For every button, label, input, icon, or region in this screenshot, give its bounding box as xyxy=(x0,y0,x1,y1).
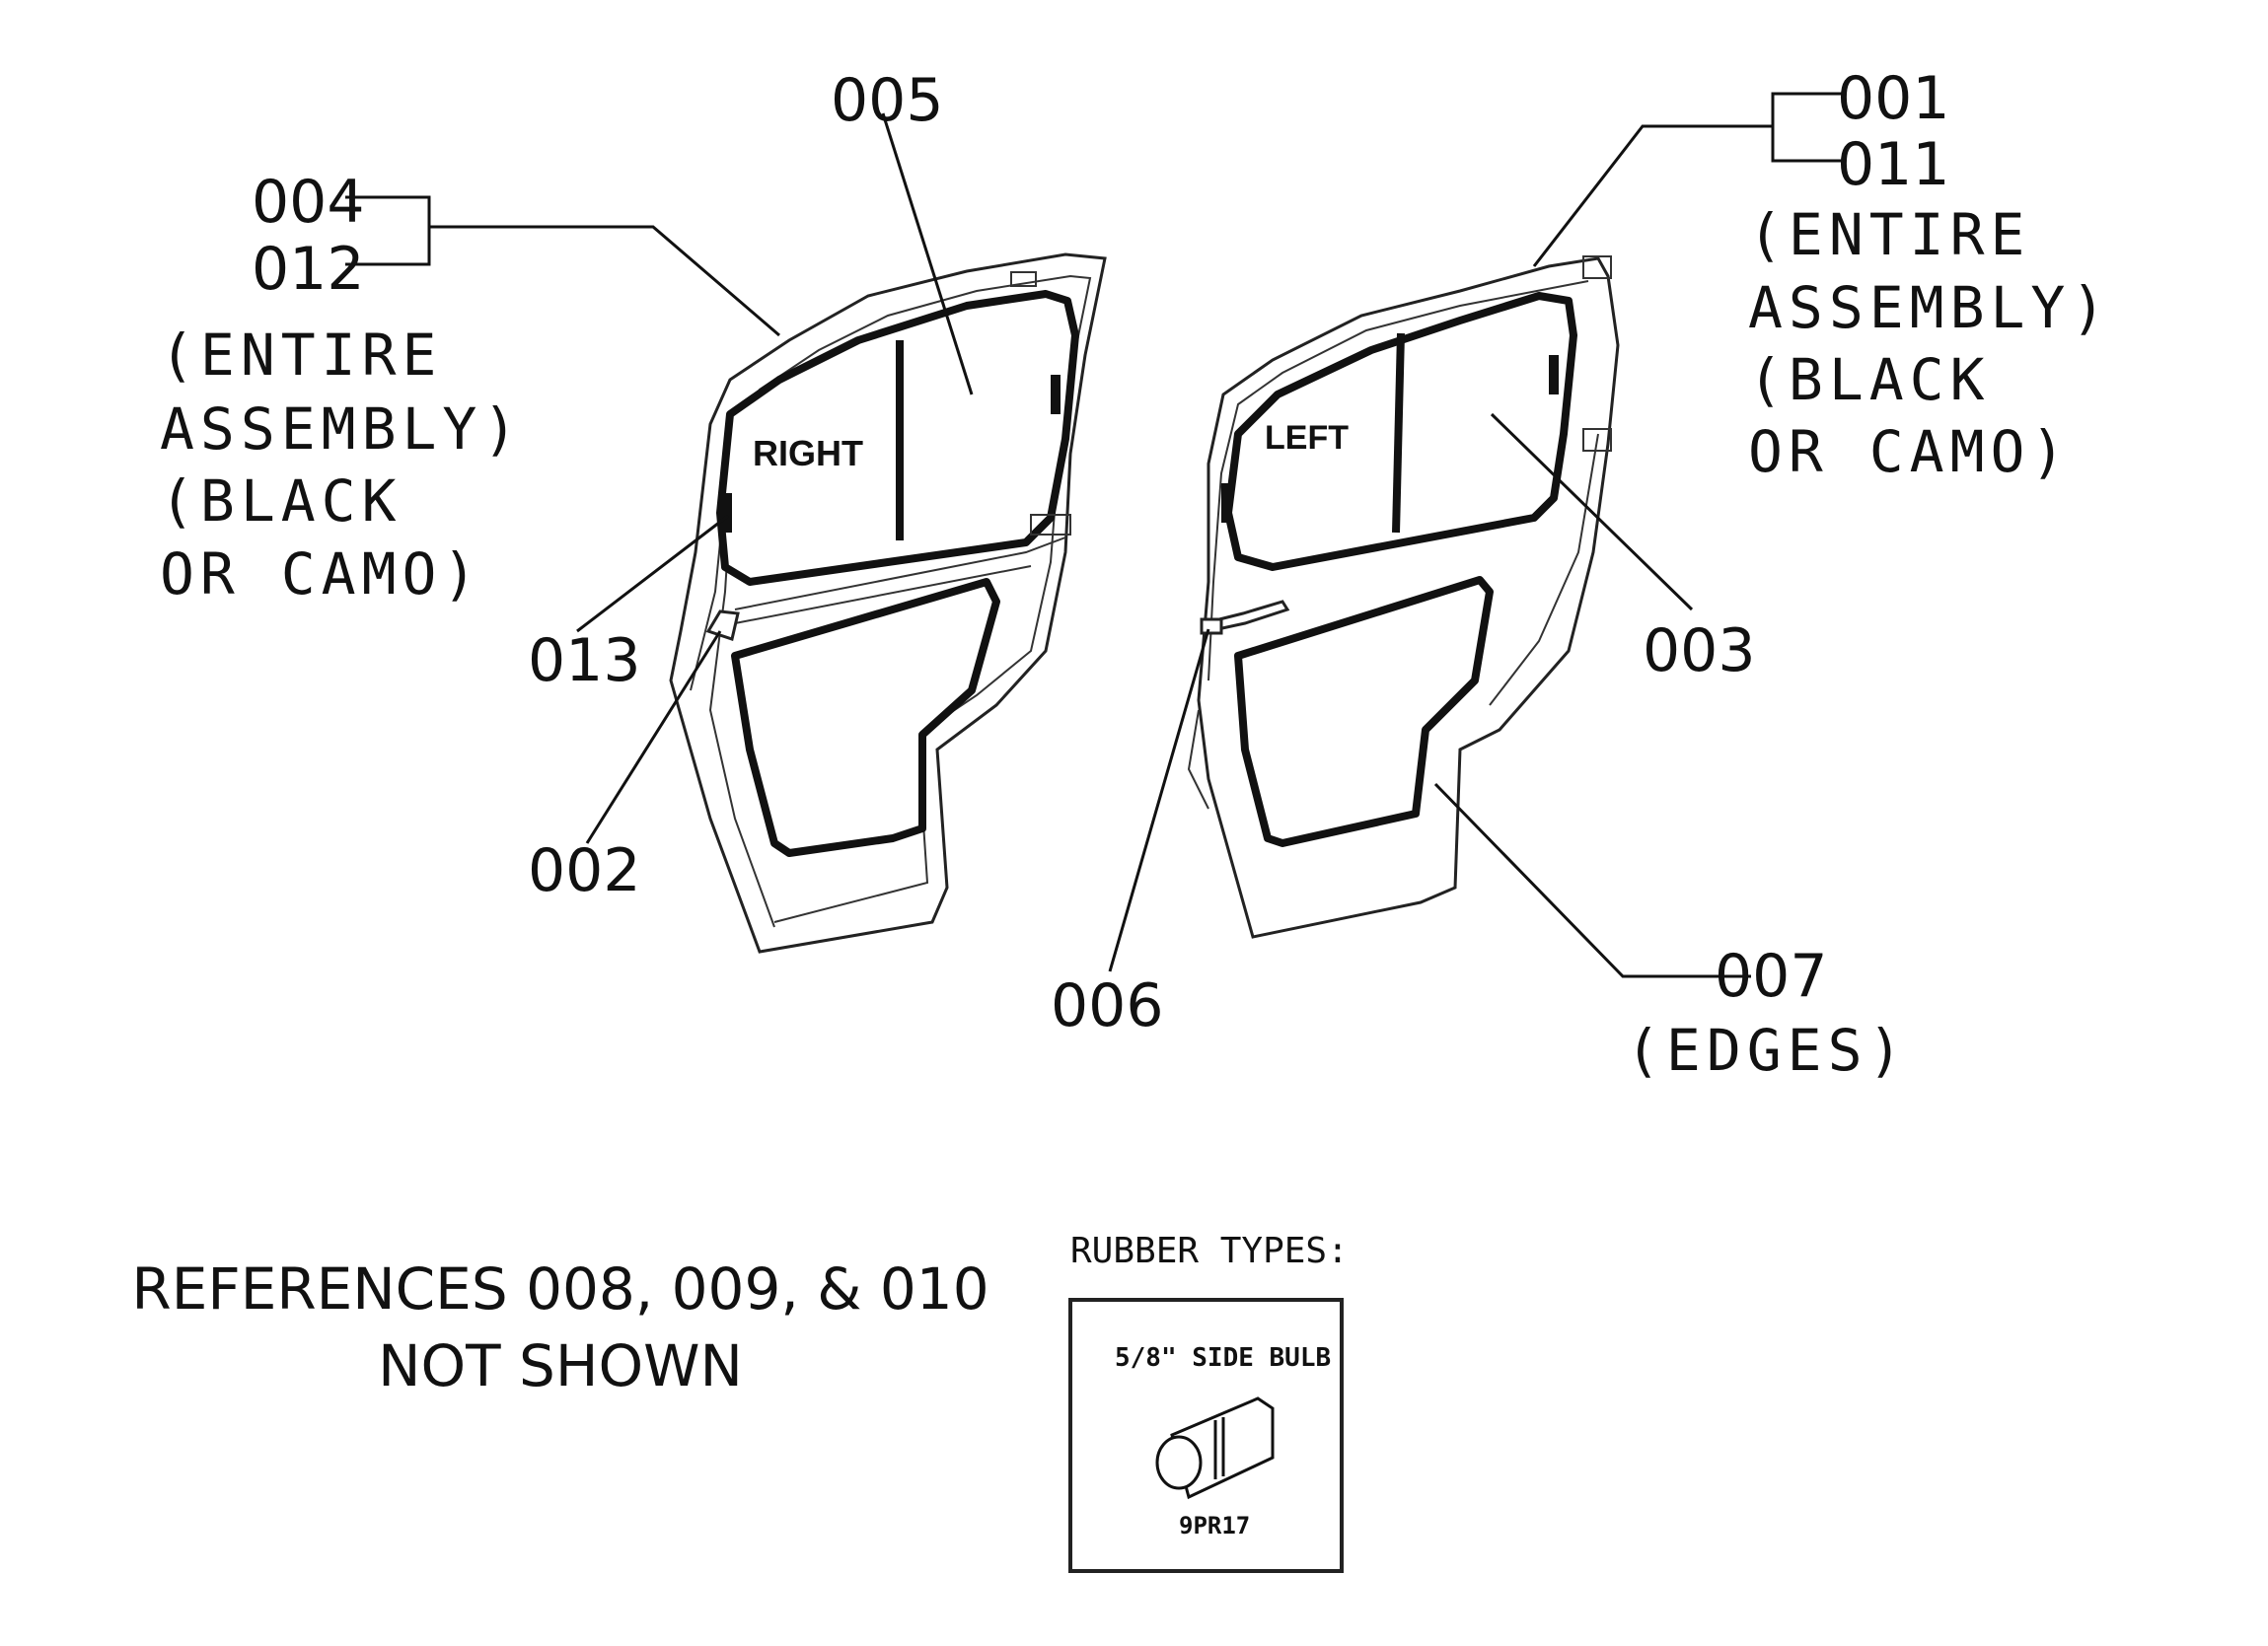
rubber-part-number: 9PR17 xyxy=(1179,1512,1250,1539)
callout-007: 007 xyxy=(1715,942,1828,1011)
side-bulb-icon xyxy=(1155,1396,1275,1500)
right-note-line-2: ASSEMBLY) xyxy=(1748,274,2111,341)
references-line-2: NOT SHOWN xyxy=(378,1332,743,1399)
callout-011: 011 xyxy=(1837,130,1950,199)
right-door xyxy=(669,252,1107,954)
door-label-right: RIGHT xyxy=(753,433,863,473)
left-note-line-2: ASSEMBLY) xyxy=(160,395,523,463)
rubber-types-heading: RUBBER TYPES: xyxy=(1070,1231,1349,1271)
left-door xyxy=(1187,255,1620,939)
rubber-type-label: 5/8" SIDE BULB xyxy=(1115,1343,1331,1373)
right-note-line-4: OR CAMO) xyxy=(1748,418,2071,485)
leader-lines xyxy=(345,92,1845,978)
left-note-line-4: OR CAMO) xyxy=(160,540,482,608)
callout-001: 001 xyxy=(1837,64,1950,133)
callout-005: 005 xyxy=(831,66,944,135)
callout-006: 006 xyxy=(1051,971,1164,1040)
right-note-line-1: (ENTIRE xyxy=(1748,201,2030,268)
references-line-1: REFERENCES 008, 009, & 010 xyxy=(131,1255,988,1323)
callout-013: 013 xyxy=(528,626,641,695)
left-assembly-note: (ENTIRE ASSEMBLY) (BLACK OR CAMO) xyxy=(160,322,523,608)
left-note-line-1: (ENTIRE xyxy=(160,322,442,389)
right-assembly-note: (ENTIRE ASSEMBLY) (BLACK OR CAMO) xyxy=(1748,201,2111,485)
edges-note: (EDGES) xyxy=(1626,1017,1908,1084)
callout-004: 004 xyxy=(252,168,365,237)
door-label-left: LEFT xyxy=(1265,419,1349,457)
left-note-line-3: (BLACK xyxy=(160,467,402,535)
callout-002: 002 xyxy=(528,836,641,905)
rubber-types-legend: RUBBER TYPES: 5/8" SIDE BULB 9PR17 xyxy=(1068,1231,1349,1573)
callout-012: 012 xyxy=(252,235,365,304)
references-note: REFERENCES 008, 009, & 010 NOT SHOWN xyxy=(131,1255,988,1399)
right-note-line-3: (BLACK xyxy=(1748,346,1991,413)
callout-003: 003 xyxy=(1643,616,1756,685)
